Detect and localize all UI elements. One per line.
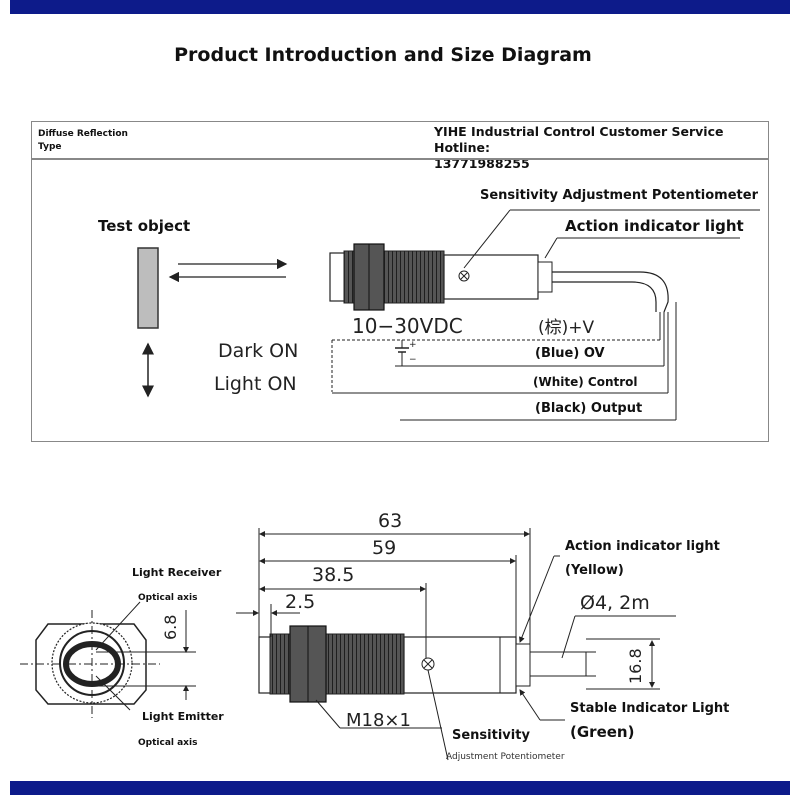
- dim-59: 59: [372, 537, 396, 559]
- size-diagram: 6.8 Light Receiver Optical axis Light Em…: [20, 510, 729, 762]
- adjustment-pot-label: Adjustment Potentiometer: [446, 752, 565, 762]
- dark-on-label: Dark ON: [218, 340, 298, 362]
- svg-text:+: +: [409, 340, 417, 350]
- sensor-type-line2: Type: [38, 142, 62, 152]
- sensor-type-line1: Diffuse Reflection: [38, 129, 128, 139]
- sensor-side-view: [258, 625, 596, 703]
- light-on-label: Light ON: [214, 373, 297, 395]
- hotline-label: YIHE Industrial Control Customer Service…: [434, 124, 724, 155]
- dim-2-5: 2.5: [285, 591, 315, 613]
- blue-wire-label: (Blue) OV: [535, 346, 605, 361]
- dim-63: 63: [378, 510, 402, 532]
- test-object-label: Test object: [98, 217, 190, 235]
- emitter-leader: [95, 675, 131, 711]
- action-indicator-leader: [519, 555, 555, 643]
- optical-axis-bottom-label: Optical axis: [138, 738, 197, 748]
- cable-diameter: Ø4, 2m: [580, 592, 650, 614]
- dim-38-5: 38.5: [312, 564, 354, 586]
- stable-indicator-leader: [519, 689, 541, 721]
- optical-axis-top-label: Optical axis: [138, 593, 197, 603]
- sensitivity-label: Sensitivity: [452, 728, 530, 743]
- wiring-panel: [31, 159, 769, 442]
- dim-16-8: 16.8: [626, 648, 645, 684]
- action-indicator-label: Action indicator light: [565, 217, 744, 235]
- svg-text:−: −: [409, 355, 417, 365]
- light-emitter-label: Light Emitter: [142, 710, 224, 723]
- white-wire-label: (White) Control: [533, 375, 638, 389]
- voltage-label: 10−30VDC: [352, 314, 463, 338]
- sensitivity-adjustment-label: Sensitivity Adjustment Potentiometer: [480, 188, 759, 203]
- top-banner-bar: [10, 0, 790, 14]
- wiring-diagram: Sensitivity Adjustment Potentiometer Act…: [98, 188, 760, 421]
- brown-wire-label: (棕)+V: [538, 318, 595, 338]
- sensitivity-leader: [463, 209, 511, 269]
- sensor-type: Diffuse Reflection Type: [38, 128, 128, 154]
- sensor-top-view: [329, 243, 669, 313]
- test-object: [137, 247, 159, 329]
- black-wire-label: (Black) Output: [535, 401, 642, 416]
- sensor-front-view: 6.8: [20, 601, 196, 718]
- light-receiver-label: Light Receiver: [132, 566, 222, 579]
- stable-indicator-label: Stable Indicator Light: [570, 701, 729, 716]
- dim-6-8: 6.8: [161, 615, 180, 640]
- green-label: (Green): [570, 723, 634, 741]
- receiver-leader: [95, 601, 141, 651]
- bottom-banner-bar: [10, 781, 790, 795]
- thread-size: M18×1: [346, 710, 411, 731]
- yellow-label: (Yellow): [565, 563, 624, 578]
- page-title: Product Introduction and Size Diagram: [174, 44, 592, 66]
- action-indicator-light-label: Action indicator light: [565, 539, 720, 554]
- indicator-leader: [544, 237, 558, 259]
